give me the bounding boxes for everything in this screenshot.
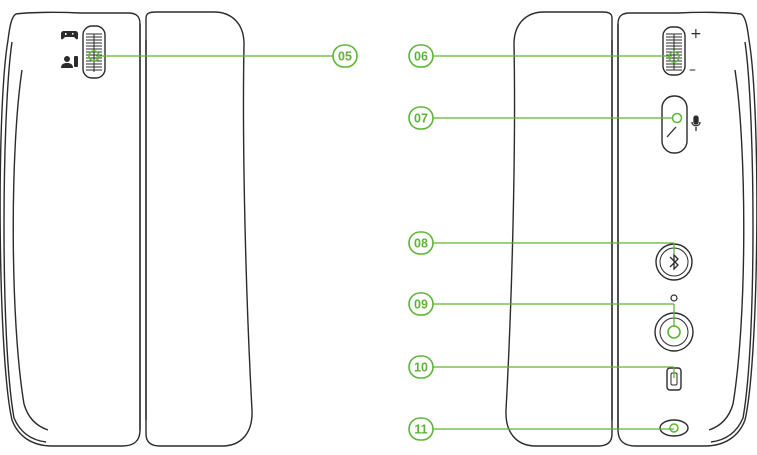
audio-jack (659, 419, 689, 437)
callout-11-label: 11 (414, 423, 427, 437)
right-earcup-rim (710, 41, 754, 443)
left-earcup-shell (0, 11, 141, 447)
mic-mute-button (661, 95, 688, 154)
left-ear-cushion (145, 11, 253, 447)
right-earcup (505, 11, 757, 447)
right-earcup-shell (617, 11, 757, 447)
volume-minus-sign: – (689, 62, 696, 78)
bluetooth-icon (669, 253, 679, 271)
callout-06-label: 06 (414, 50, 428, 64)
callout-07: 07 (408, 106, 673, 130)
callout-10: 10 (408, 355, 675, 379)
right-earcup-inner-rim (708, 69, 745, 431)
volume-wheel (662, 26, 686, 76)
status-led (670, 294, 678, 302)
chat-person-icon (61, 56, 78, 68)
callout-09-label: 09 (414, 298, 428, 312)
left-earcup (0, 11, 253, 447)
right-ear-cushion (505, 11, 613, 447)
callout-05: 05 (96, 44, 358, 68)
callout-08-label: 08 (414, 237, 428, 251)
left-mix-slider (82, 25, 106, 79)
callout-08: 08 (408, 231, 675, 255)
callout-06: 06 (408, 44, 672, 68)
callout-10-label: 10 (414, 361, 428, 375)
gamepad-icon (61, 31, 78, 40)
callout-11: 11 (408, 417, 674, 441)
callout-07-label: 07 (414, 112, 428, 126)
volume-plus-sign: + (690, 26, 702, 42)
volume-wheel-dot (668, 51, 680, 63)
callout-09: 09 (408, 292, 675, 326)
microphone-icon (691, 115, 701, 131)
callout-05-label: 05 (338, 50, 352, 64)
left-earcup-inner-rim (12, 69, 49, 431)
left-earcup-rim (3, 41, 47, 443)
